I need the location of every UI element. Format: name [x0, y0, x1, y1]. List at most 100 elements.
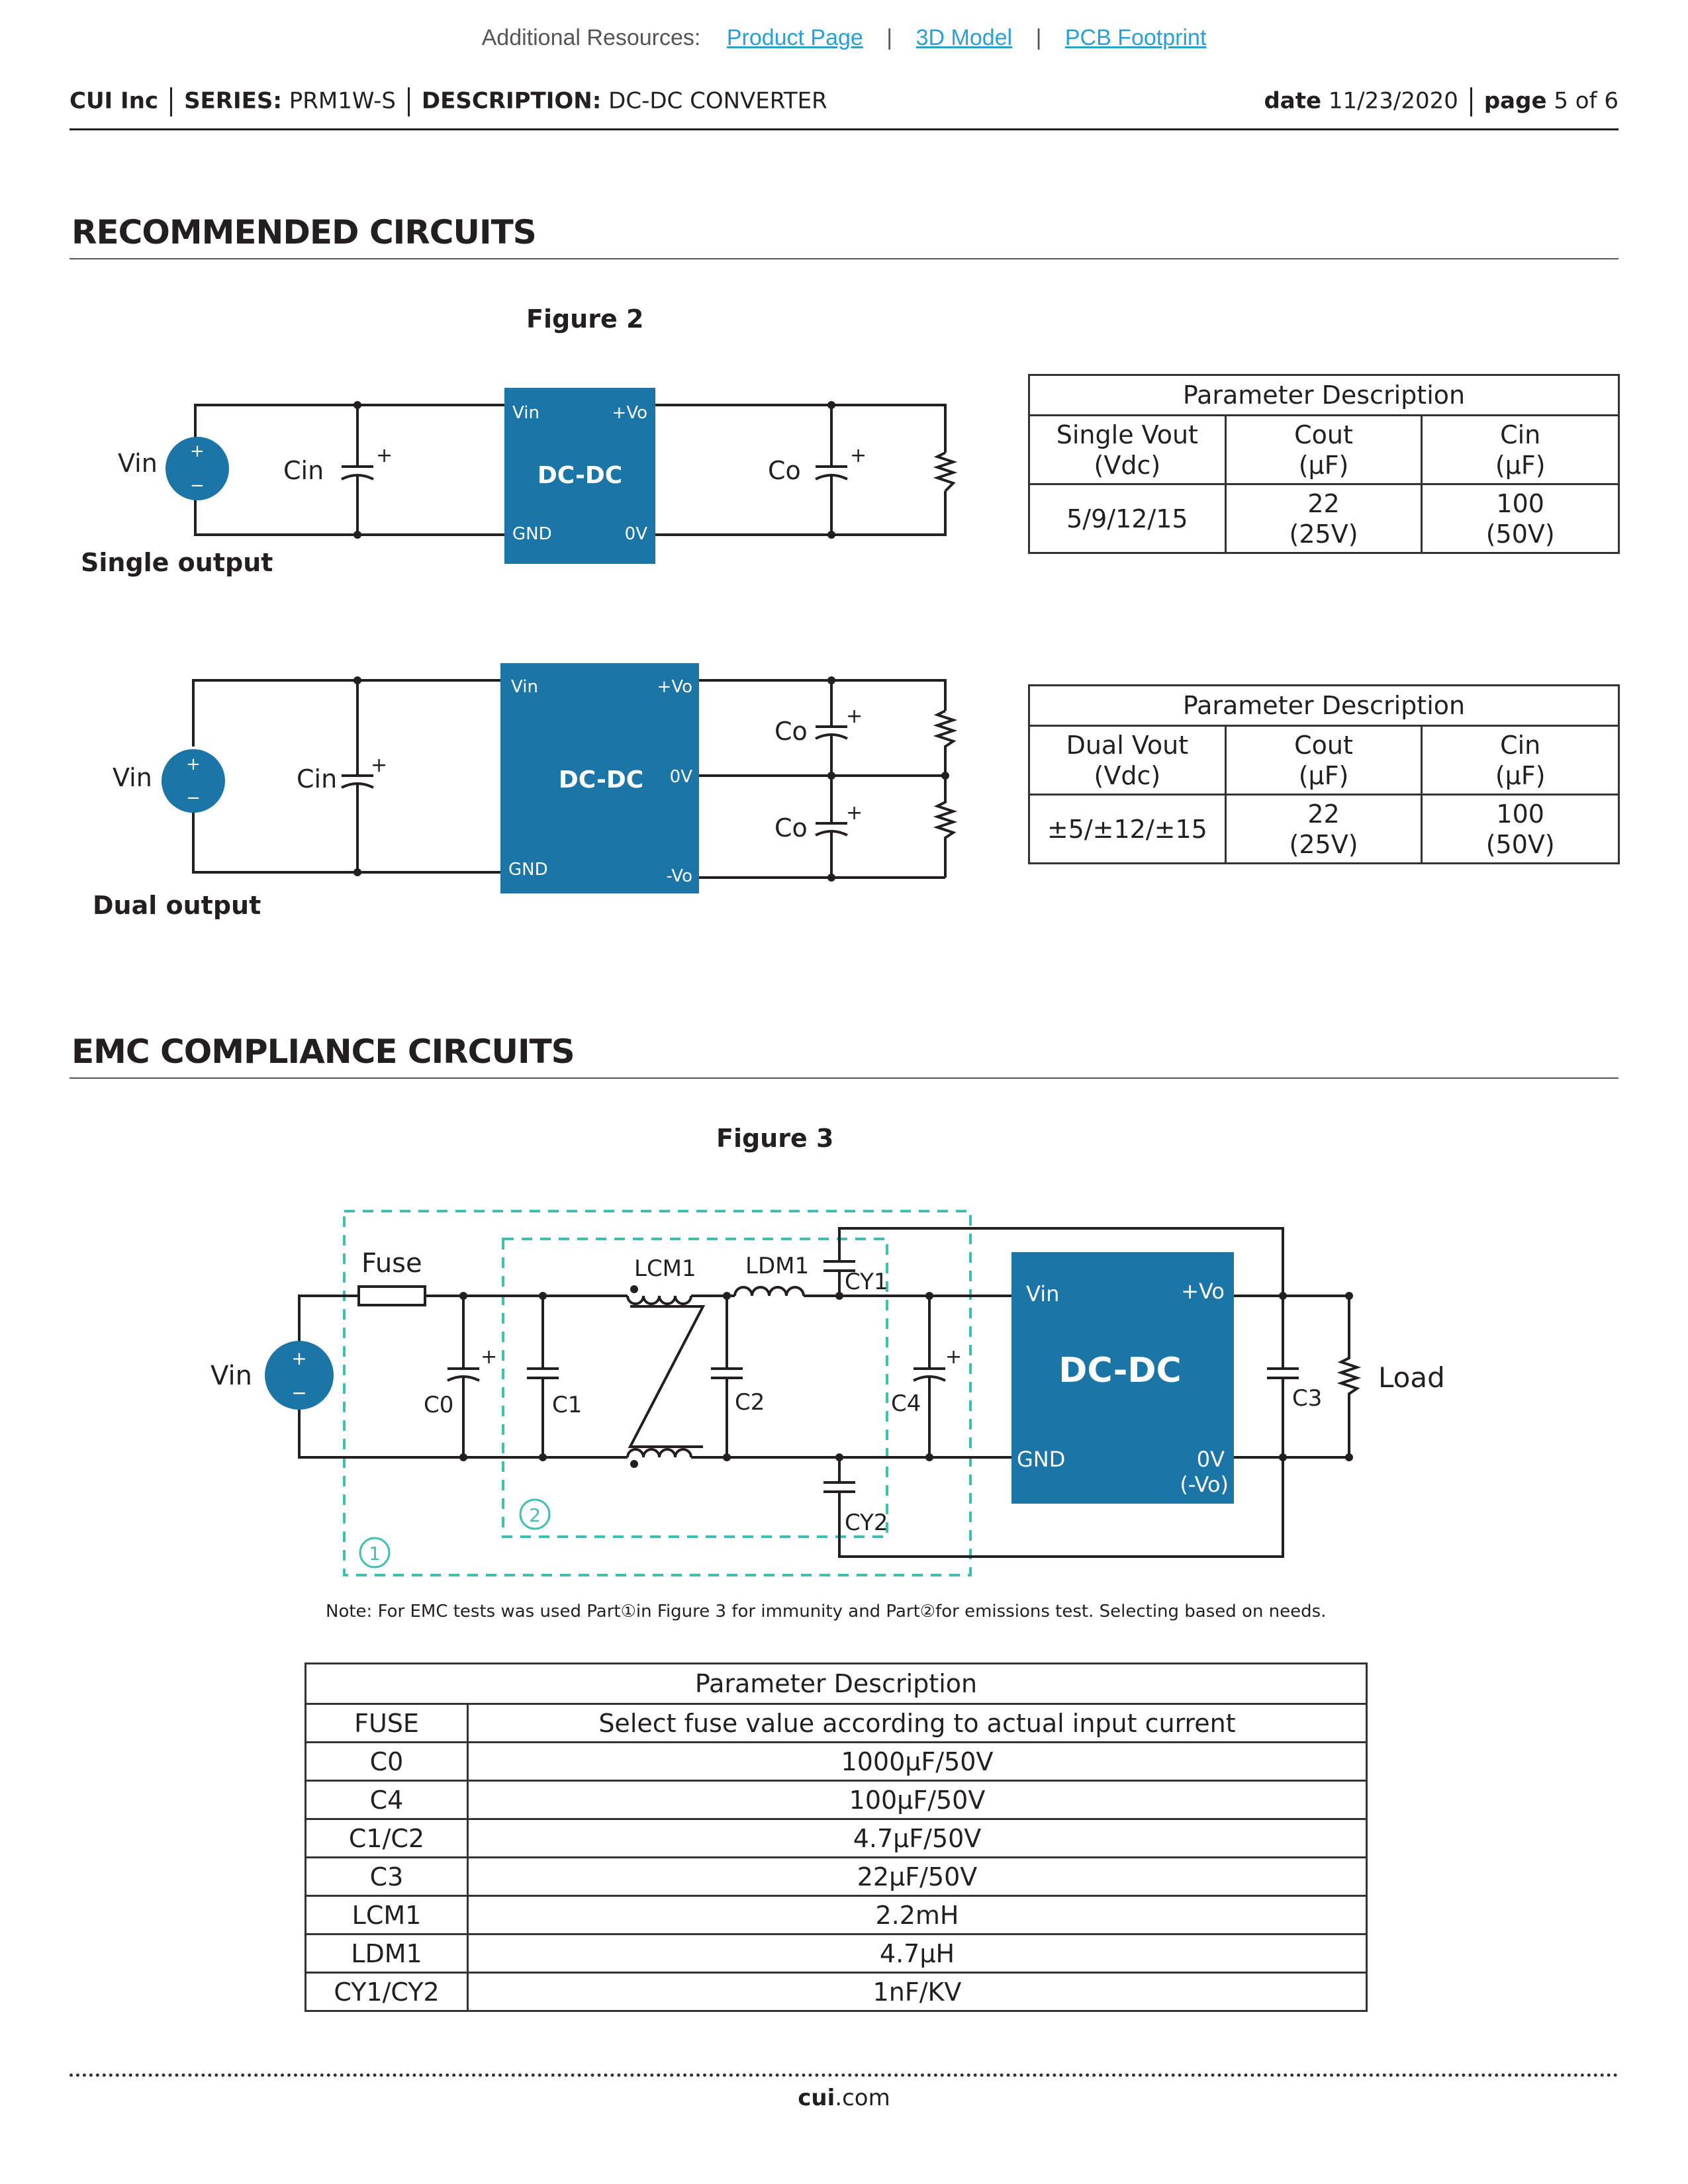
- dual-output-schematic: + + + + − Vin Cin Co Co Vin +Vo DC-DC 0V…: [113, 663, 958, 893]
- module-label: DC-DC: [559, 766, 643, 794]
- company-name: CUI Inc: [70, 87, 159, 114]
- date-label: date: [1264, 87, 1322, 114]
- table-cell: 22(25V): [1224, 794, 1423, 864]
- pin-vo: +Vo: [657, 677, 692, 697]
- table-header-cell: Cin(μF): [1421, 725, 1620, 796]
- dual-output-caption: Dual output: [93, 891, 261, 920]
- table-cell: 100μF/50V: [467, 1780, 1368, 1820]
- ldm1-label: LDM1: [745, 1253, 809, 1279]
- divider: [407, 87, 410, 116]
- table-cell: Select fuse value according to actual in…: [467, 1703, 1368, 1743]
- pin-vin: Vin: [511, 677, 538, 697]
- table-cell: 1nF/KV: [467, 1972, 1368, 2012]
- part-2-boundary: [502, 1238, 888, 1538]
- cy1-label: CY1: [845, 1269, 888, 1295]
- plus-label: +: [846, 705, 863, 728]
- minus-label: −: [186, 788, 201, 808]
- table-cell: 4.7μF/50V: [467, 1818, 1368, 1858]
- dc-dc-module: [1011, 1252, 1234, 1504]
- table-cell: 5/9/12/15: [1028, 483, 1227, 554]
- table-header-cell: Cin(μF): [1421, 414, 1620, 485]
- table-cell: ±5/±12/±15: [1028, 794, 1227, 864]
- footer: cui.com: [0, 2085, 1688, 2111]
- pin-neg-vo: -Vo: [666, 866, 692, 886]
- voltage-source: [265, 1341, 334, 1410]
- table-cell: C0: [305, 1741, 469, 1782]
- table-cell: 22(25V): [1224, 483, 1423, 554]
- pin-vo: +Vo: [1181, 1279, 1225, 1304]
- series-label: SERIES:: [184, 87, 282, 114]
- single-output-parameter-table: Parameter Description Single Vout(Vdc) C…: [1028, 374, 1620, 554]
- plus-label: +: [186, 754, 201, 774]
- pin-neg-vo: (-Vo): [1180, 1472, 1229, 1497]
- table-header-cell: Single Vout(Vdc): [1028, 414, 1227, 485]
- page-label: page: [1483, 87, 1547, 114]
- vin-label: Vin: [113, 763, 152, 792]
- date-value: 11/23/2020: [1328, 87, 1458, 114]
- divider: [1470, 87, 1472, 116]
- co-label: Co: [768, 456, 801, 485]
- part-2-marker: [519, 1498, 551, 1530]
- single-output-caption: Single output: [81, 548, 273, 577]
- load-label: Load: [1378, 1361, 1445, 1394]
- vin-label: Vin: [211, 1361, 252, 1391]
- section-title-emc: EMC COMPLIANCE CIRCUITS: [71, 1032, 575, 1071]
- c3-label: C3: [1292, 1385, 1322, 1412]
- pin-vin: Vin: [512, 403, 539, 423]
- figure-3-label: Figure 3: [716, 1124, 834, 1153]
- pin-0v: 0V: [1197, 1447, 1225, 1472]
- minus-label: −: [291, 1382, 306, 1404]
- voltage-source: [162, 749, 225, 813]
- description-value: DC-DC CONVERTER: [608, 87, 827, 114]
- pcb-footprint-link[interactable]: PCB Footprint: [1064, 25, 1207, 50]
- divider: [170, 87, 173, 116]
- cin-label: Cin: [297, 764, 337, 794]
- table-cell: 22μF/50V: [467, 1856, 1368, 1897]
- figure-2-label: Figure 2: [526, 304, 644, 334]
- separator: |: [1035, 25, 1042, 50]
- table-header-cell: Cout(μF): [1224, 414, 1423, 485]
- description-label: DESCRIPTION:: [421, 87, 602, 114]
- c1-label: C1: [552, 1392, 582, 1418]
- plus-label: +: [850, 444, 867, 467]
- c2-label: C2: [735, 1389, 765, 1416]
- lcm1-label: LCM1: [634, 1255, 696, 1282]
- c4-label: C4: [891, 1390, 921, 1417]
- minus-label: −: [190, 476, 205, 496]
- table-title: Parameter Description: [305, 1662, 1368, 1705]
- product-page-link[interactable]: Product Page: [726, 25, 863, 50]
- table-header-cell: Dual Vout(Vdc): [1028, 725, 1227, 796]
- cy2-label: CY2: [845, 1510, 888, 1536]
- section-rule: [70, 1077, 1618, 1079]
- dc-dc-module: [504, 388, 655, 564]
- table-cell: FUSE: [305, 1703, 469, 1743]
- fuse-label: Fuse: [361, 1248, 422, 1279]
- plus-label: +: [190, 441, 205, 461]
- table-cell: LDM1: [305, 1933, 469, 1974]
- part-1-boundary: [343, 1210, 972, 1576]
- module-label: DC-DC: [1058, 1351, 1181, 1390]
- resources-label: Additional Resources:: [481, 25, 701, 50]
- plus-label: +: [376, 444, 393, 467]
- co-label: Co: [774, 717, 808, 746]
- dc-dc-module: [500, 663, 699, 893]
- part-1-number: 1: [369, 1543, 381, 1565]
- plus-label: +: [371, 754, 387, 777]
- plus-label: +: [945, 1345, 962, 1369]
- dual-output-parameter-table: Parameter Description Dual Vout(Vdc) Cou…: [1028, 684, 1620, 864]
- 3d-model-link[interactable]: 3D Model: [915, 25, 1013, 50]
- header-rule: [70, 128, 1618, 130]
- voltage-source: [165, 437, 229, 500]
- pin-vo: +Vo: [612, 403, 647, 423]
- table-title: Parameter Description: [1028, 374, 1620, 416]
- table-cell: 1000μF/50V: [467, 1741, 1368, 1782]
- page-value: 5 of 6: [1554, 87, 1618, 114]
- module-label: DC-DC: [538, 462, 622, 489]
- footer-rule: [70, 2073, 1618, 2077]
- header-right: date 11/23/2020 page 5 of 6: [1264, 87, 1618, 116]
- cin-label: Cin: [283, 456, 324, 485]
- part-2-number: 2: [529, 1504, 541, 1526]
- emc-schematic: + − Vin Fuse C0 + C1 C2 LCM1 LDM1 CY1 CY…: [211, 1210, 1445, 1576]
- pin-0v: 0V: [670, 767, 693, 787]
